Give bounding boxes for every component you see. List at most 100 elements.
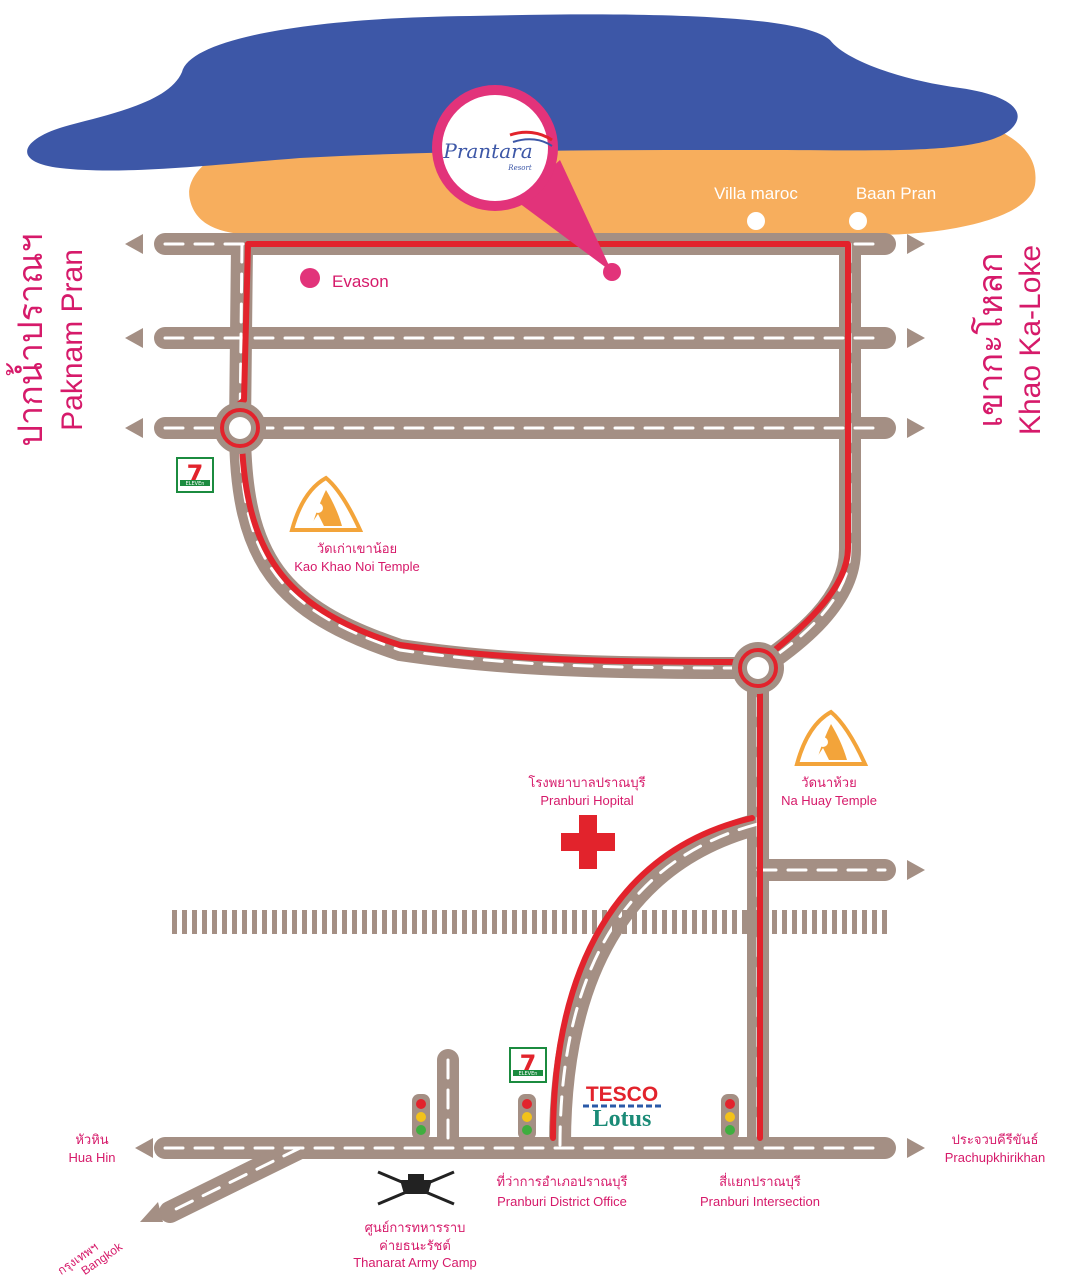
railway-tie bbox=[802, 910, 807, 934]
na-huay-temple: วัดนาห้วย Na Huay Temple bbox=[781, 709, 877, 808]
railway-tie bbox=[882, 910, 887, 934]
railway-tie bbox=[462, 910, 467, 934]
railway-tie bbox=[512, 910, 517, 934]
tesco-lotus-logo: TESCO Lotus bbox=[583, 1083, 661, 1132]
railway-tie bbox=[672, 910, 677, 934]
railway-tie bbox=[812, 910, 817, 934]
huahin-label: หัวหิน Hua Hin bbox=[69, 1132, 116, 1165]
railway-tie bbox=[862, 910, 867, 934]
railway-tie bbox=[212, 910, 217, 934]
district-thai: ที่ว่าการอำเภอปราณบุรี bbox=[496, 1173, 627, 1190]
direction-left-thai: ปากน้ำปราณฯ bbox=[6, 233, 50, 446]
railway-tie bbox=[172, 910, 177, 934]
railway-tie bbox=[562, 910, 567, 934]
railway-tie bbox=[452, 910, 457, 934]
railway-tie bbox=[702, 910, 707, 934]
intersection-label: สี่แยกปราณบุรี Pranburi Intersection bbox=[700, 1173, 820, 1209]
railway-tie bbox=[652, 910, 657, 934]
railway-tie bbox=[282, 910, 287, 934]
railway-tie bbox=[442, 910, 447, 934]
railway-tie bbox=[242, 910, 247, 934]
prachup-thai: ประจวบคีรีขันธ์ bbox=[952, 1132, 1039, 1147]
railway-tie bbox=[192, 910, 197, 934]
railway-tie bbox=[532, 910, 537, 934]
traffic-light-icon bbox=[518, 1094, 536, 1140]
direction-left: ปากน้ำปราณฯ Paknam Pran bbox=[6, 233, 89, 446]
hospital: โรงพยาบาลปราณบุรี Pranburi Hopital bbox=[528, 775, 646, 869]
railway-tie bbox=[392, 910, 397, 934]
railway-tie bbox=[302, 910, 307, 934]
railway-tie bbox=[272, 910, 277, 934]
railway-tie bbox=[252, 910, 257, 934]
pin-target-dot bbox=[603, 263, 621, 281]
railway-tie bbox=[232, 910, 237, 934]
arrow-left-3 bbox=[125, 418, 143, 438]
logo-sub: Resort bbox=[507, 164, 532, 172]
railway-tie bbox=[622, 910, 627, 934]
hospital-eng: Pranburi Hopital bbox=[540, 793, 633, 808]
railway-tie bbox=[822, 910, 827, 934]
road-east bbox=[747, 233, 861, 679]
railway-tie bbox=[552, 910, 557, 934]
railway-tie bbox=[312, 910, 317, 934]
railway-tie bbox=[852, 910, 857, 934]
traffic-lights bbox=[412, 1094, 739, 1140]
railway-tie bbox=[482, 910, 487, 934]
arrow-bangkok bbox=[140, 1202, 163, 1222]
bangkok-label: กรุงเทพฯ Bangkok bbox=[55, 1239, 126, 1279]
railway-tie bbox=[732, 910, 737, 934]
railway-tie bbox=[372, 910, 377, 934]
army-thai-1: ศูนย์การทหารราบ bbox=[365, 1220, 466, 1236]
svg-text:ELEVEn: ELEVEn bbox=[519, 1071, 538, 1077]
army-eng: Thanarat Army Camp bbox=[353, 1255, 477, 1270]
direction-left-eng: Paknam Pran bbox=[56, 249, 89, 431]
na-huay-eng: Na Huay Temple bbox=[781, 793, 877, 808]
direction-right-thai: เขากะโหลก bbox=[971, 253, 1010, 428]
arrow-right-2 bbox=[907, 328, 925, 348]
railway-tie bbox=[362, 910, 367, 934]
arrow-right-spur bbox=[907, 860, 925, 880]
huahin-eng: Hua Hin bbox=[69, 1150, 116, 1165]
railway-tie bbox=[692, 910, 697, 934]
prachup-label: ประจวบคีรีขันธ์ Prachupkhirikhan bbox=[945, 1132, 1045, 1165]
roads bbox=[154, 233, 896, 1223]
huahin-thai: หัวหิน bbox=[75, 1132, 108, 1147]
railway-tie bbox=[752, 910, 757, 934]
railway-tie bbox=[842, 910, 847, 934]
resort-pin[interactable]: Prantara Resort bbox=[432, 85, 621, 281]
intersection-thai: สี่แยกปราณบุรี bbox=[719, 1173, 801, 1190]
railway: /* ticks generated below */ bbox=[172, 910, 887, 934]
railway-tie bbox=[642, 910, 647, 934]
railway-tie bbox=[402, 910, 407, 934]
railway-tie bbox=[762, 910, 767, 934]
beach-places: Villa maroc Baan Pran bbox=[714, 184, 936, 230]
railway-tie bbox=[582, 910, 587, 934]
railway-tie bbox=[182, 910, 187, 934]
railway-tie bbox=[592, 910, 597, 934]
kao-khao-noi-temple: วัดเก่าเขาน้อย Kao Khao Noi Temple bbox=[289, 475, 420, 574]
railway-tie bbox=[612, 910, 617, 934]
kao-khao-noi-thai: วัดเก่าเขาน้อย bbox=[317, 541, 397, 556]
railway-tie bbox=[792, 910, 797, 934]
baan-pran-dot bbox=[849, 212, 867, 230]
roundabouts bbox=[214, 402, 784, 694]
logo-wave-icon bbox=[509, 130, 553, 142]
villa-maroc-dot bbox=[747, 212, 765, 230]
railway-tie bbox=[832, 910, 837, 934]
railway-tie bbox=[662, 910, 667, 934]
arrow-right-1 bbox=[907, 234, 925, 254]
arrow-right-3 bbox=[907, 418, 925, 438]
traffic-light-icon bbox=[721, 1094, 739, 1140]
railway-tie bbox=[572, 910, 577, 934]
direction-right: เขากะโหลก Khao Ka-Loke bbox=[971, 245, 1047, 435]
hospital-thai: โรงพยาบาลปราณบุรี bbox=[528, 775, 645, 791]
seven-eleven-icon-north: 7 ELEVEn bbox=[176, 457, 214, 493]
railway-tie bbox=[342, 910, 347, 934]
railway-tie bbox=[222, 910, 227, 934]
railway-tie bbox=[292, 910, 297, 934]
seven-eleven-icon-south: 7 ELEVEn bbox=[509, 1047, 547, 1083]
intersection-eng: Pranburi Intersection bbox=[700, 1194, 820, 1209]
railway-tie bbox=[412, 910, 417, 934]
railway-tie bbox=[492, 910, 497, 934]
evason: Evason bbox=[300, 268, 389, 291]
